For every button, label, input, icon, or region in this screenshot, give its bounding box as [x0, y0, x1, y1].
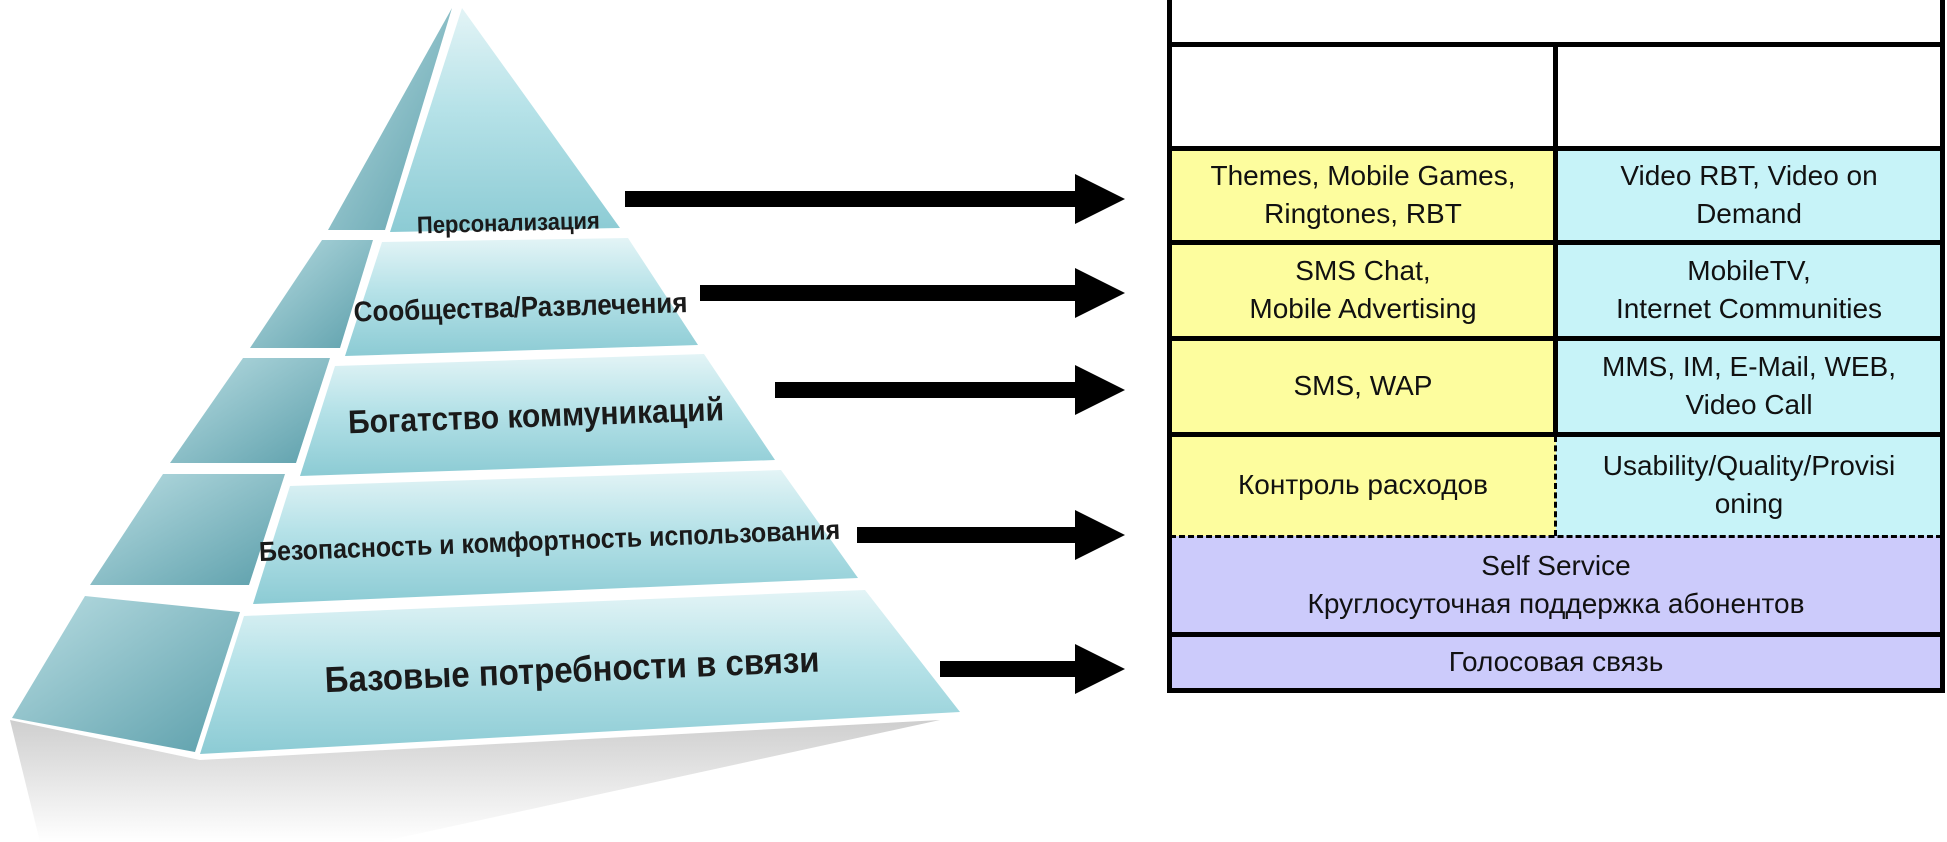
pyramid-shadow: [10, 720, 940, 842]
row-1-right-line-2: Demand: [1696, 198, 1802, 229]
table-row-2-right: MobileTV, Internet Communities: [1556, 242, 1942, 338]
row-2-right-line-2: Internet Communities: [1615, 293, 1883, 324]
table-border-bottom: [1167, 688, 1945, 693]
pyramid-front-1: [390, 8, 620, 232]
pyramid-front-5: [200, 590, 960, 754]
pyramid-side-4: [90, 474, 285, 585]
row-1-left-line-1: Themes, Mobile Games,: [1210, 160, 1516, 192]
row-1-left-line-2: Ringtones, RBT: [1264, 198, 1462, 229]
table-row-voice: Голосовая связь: [1170, 634, 1942, 690]
self-service-line-1: Self Service: [1481, 550, 1631, 582]
pyramid-front-4: [253, 470, 858, 604]
table-border-right: [1940, 0, 1945, 692]
table-row-4-right: Usability/Quality/Provisi oning: [1556, 434, 1942, 536]
pyramid: Персонализация Сообщества/Развлечения Бо…: [10, 8, 960, 842]
pyramid-front-2: [345, 238, 698, 356]
row-4-right-line-1: Usability/Quality/Provisi: [1602, 450, 1896, 482]
table-border-mid-v-dashed: [1554, 436, 1557, 536]
row-2-right-line-1: MobileTV,: [1687, 255, 1811, 287]
table-row-2-left: SMS Chat, Mobile Advertising: [1170, 242, 1556, 338]
table-border-h6-dashed: [1170, 535, 1942, 538]
table-border-left: [1167, 0, 1172, 692]
pyramid-side-3: [170, 358, 330, 463]
row-4-left-line-1: Контроль расходов: [1238, 469, 1488, 501]
table-border-h7: [1167, 632, 1945, 637]
table-row-3-left: SMS, WAP: [1170, 338, 1556, 434]
table-header-left: [1170, 44, 1556, 148]
table-row-4-left: Контроль расходов: [1170, 434, 1556, 536]
table-top-row: [1170, 0, 1942, 44]
table-row-3-right: MMS, IM, E-Mail, WEB, Video Call: [1556, 338, 1942, 434]
pyramid-front-3: [300, 354, 775, 476]
pyramid-side-2: [250, 240, 373, 348]
pyramid-level-1-label: Персонализация: [417, 207, 600, 239]
voice-line-1: Голосовая связь: [1448, 646, 1664, 678]
table-row-1-left: Themes, Mobile Games, Ringtones, RBT: [1170, 148, 1556, 242]
row-3-left-line-1: SMS, WAP: [1293, 370, 1433, 402]
row-3-right-line-2: Video Call: [1685, 389, 1813, 420]
row-4-right-line-2: oning: [1714, 488, 1784, 519]
row-2-left-line-2: Mobile Advertising: [1249, 293, 1477, 324]
row-3-right-line-1: MMS, IM, E-Mail, WEB,: [1602, 351, 1896, 383]
pyramid-side-1: [328, 8, 452, 230]
table-border-mid-v: [1553, 44, 1558, 436]
table-row-1-right: Video RBT, Video on Demand: [1556, 148, 1942, 242]
row-1-right-line-1: Video RBT, Video on: [1620, 160, 1878, 192]
row-2-left-line-1: SMS Chat,: [1295, 255, 1431, 287]
table-header-right: [1556, 44, 1942, 148]
pyramid-side-5: [12, 596, 240, 752]
self-service-line-2: Круглосуточная поддержка абонентов: [1307, 588, 1805, 619]
